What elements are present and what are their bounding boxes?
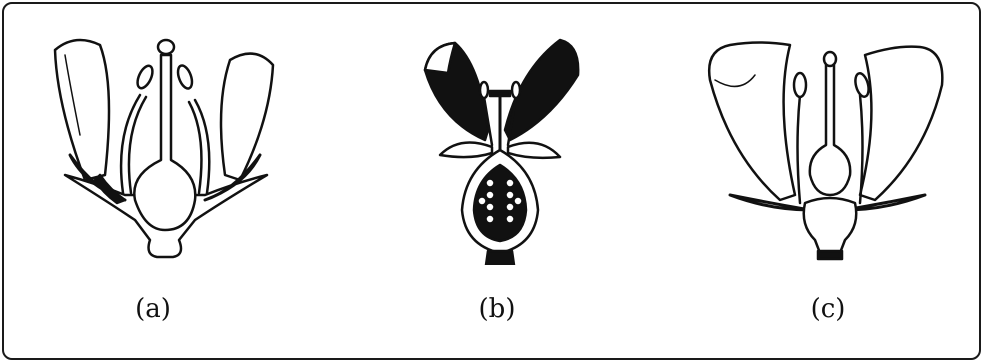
anther-left <box>794 73 806 97</box>
flower-a-diagram <box>45 25 285 265</box>
petal-right <box>221 54 273 180</box>
flower-c-diagram <box>700 25 960 265</box>
panel-label-c: (c) <box>811 294 846 324</box>
panel-label-b: (b) <box>479 294 516 324</box>
pistil <box>810 65 850 195</box>
petal-right <box>860 47 942 200</box>
anther-right <box>175 64 194 91</box>
receptacle <box>804 198 857 253</box>
sepal-left <box>440 143 492 158</box>
anther-left <box>134 64 155 91</box>
sepal-left <box>730 195 810 210</box>
petal-left <box>55 40 109 180</box>
panel-label-a: (a) <box>135 294 171 324</box>
sepal-right <box>508 143 560 158</box>
petal-left <box>709 43 795 201</box>
flower-b-diagram <box>400 25 600 265</box>
